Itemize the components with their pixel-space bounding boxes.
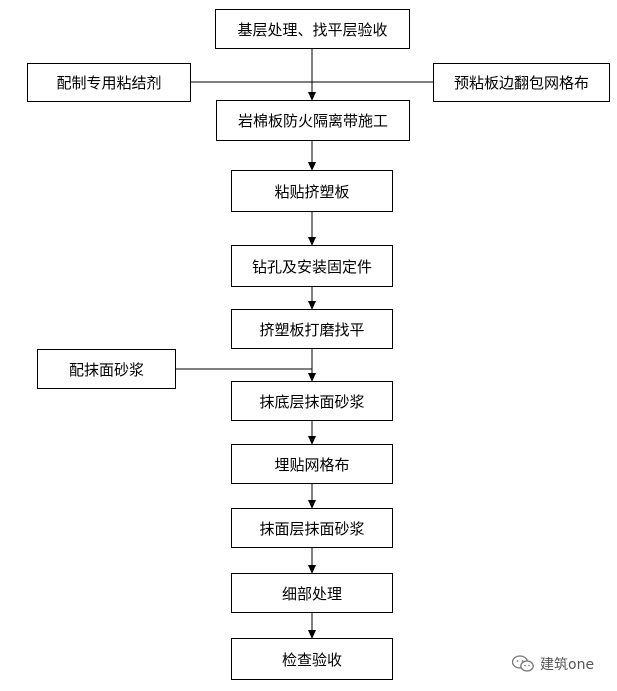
step-rockwool-firebreak: 岩棉板防火隔离带施工 [216,100,410,141]
step-base-treatment: 基层处理、找平层验收 [215,9,410,49]
step-attach-xps-board: 粘贴挤塑板 [231,170,393,212]
step-drill-and-fix: 钻孔及安装固定件 [231,245,393,287]
step-sand-and-level: 挤塑板打磨找平 [231,309,393,349]
step-embed-mesh: 埋贴网格布 [231,444,393,484]
wechat-icon [512,655,534,672]
step-inspection: 检查验收 [231,638,393,680]
watermark-text: 建筑one [540,657,595,673]
watermark: 建筑one [512,654,594,674]
side-input-adhesive: 配制专用粘结剂 [27,63,191,102]
side-input-mortar: 配抹面砂浆 [37,349,176,389]
step-base-coat-mortar: 抹底层抹面砂浆 [231,381,393,421]
step-finish-coat-mortar: 抹面层抹面砂浆 [231,508,393,548]
side-input-mesh-wrap: 预粘板边翻包网格布 [433,63,610,102]
step-detail-treatment: 细部处理 [231,573,393,613]
